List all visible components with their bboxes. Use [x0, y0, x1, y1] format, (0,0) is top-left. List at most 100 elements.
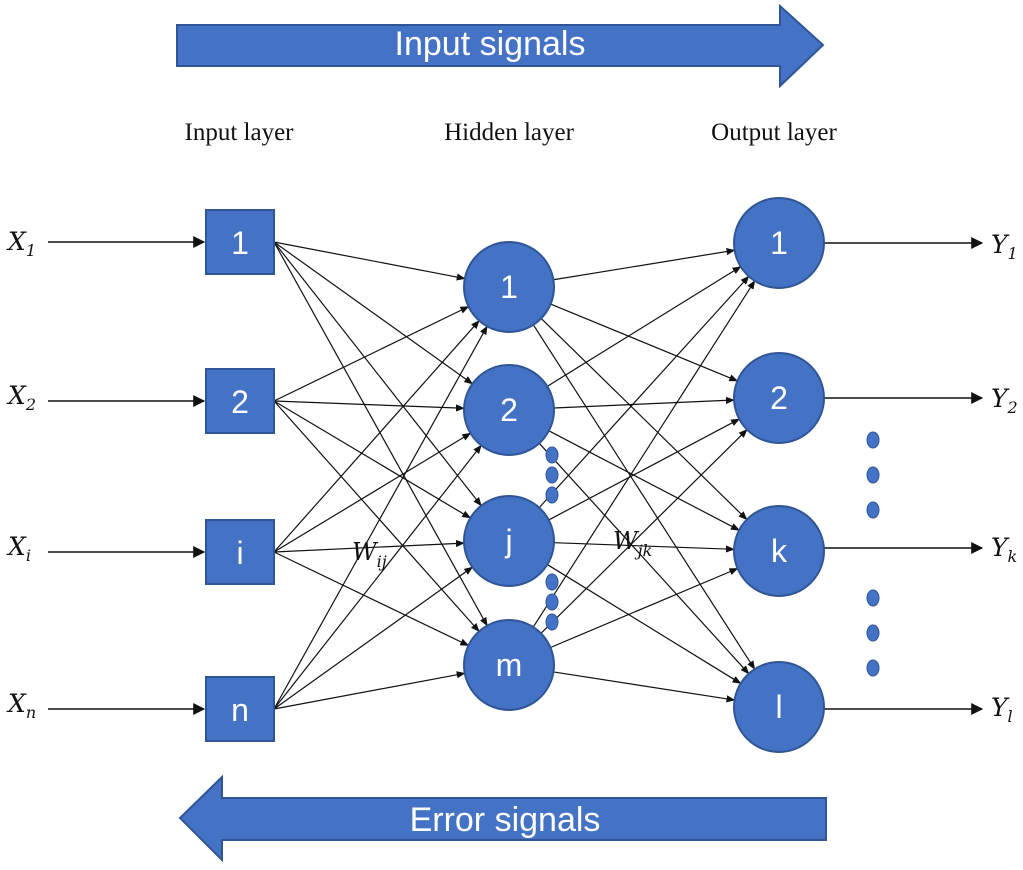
ellipsis-dot	[545, 573, 559, 591]
output-node-label: 1	[770, 225, 788, 261]
input-hidden-connection	[273, 400, 480, 633]
hidden-output-connection	[548, 430, 740, 531]
input-hidden-connection	[273, 319, 480, 553]
input-signals-banner: Input signals	[176, 3, 825, 89]
output-variable-label: Yk	[991, 533, 1017, 566]
input-variable-label: Xi	[6, 532, 31, 565]
hidden-node: 1	[463, 241, 555, 333]
input-node-label: n	[231, 692, 249, 728]
input-node-label: 2	[231, 384, 249, 420]
ellipsis-dot	[545, 486, 559, 504]
output-layer-title: Output layer	[711, 119, 837, 146]
hidden-node: m	[463, 619, 555, 711]
input-hidden-connection	[273, 306, 470, 402]
input-hidden-connection	[273, 241, 474, 385]
input-variable-label: X1	[6, 227, 36, 260]
input-hidden-connection	[273, 241, 466, 281]
input-hidden-connection	[273, 241, 488, 627]
ellipsis-dot	[545, 613, 559, 631]
hidden-node-label: m	[496, 647, 523, 683]
output-node: k	[733, 505, 825, 597]
input-hidden-connection	[273, 539, 465, 553]
hidden-output-connection	[540, 318, 748, 521]
input-node: n	[205, 676, 275, 742]
hidden-node-label: j	[504, 523, 512, 559]
hidden-output-connection	[547, 564, 742, 684]
ellipsis-dot	[866, 431, 880, 449]
output-node-label: k	[771, 533, 788, 569]
hidden-output-connection	[553, 247, 736, 281]
hidden-output-connection	[538, 442, 750, 675]
input-signals-label: Input signals	[395, 25, 586, 63]
input-layer-title: Input layer	[185, 119, 295, 146]
hidden-output-connections	[532, 247, 756, 703]
input-node-label: i	[236, 535, 243, 571]
output-ellipsis-lower	[866, 589, 880, 677]
output-layer: 1 2 k l	[733, 197, 825, 753]
hidden-ellipsis-lower	[545, 573, 559, 631]
output-variable-label: Y1	[991, 230, 1018, 263]
output-node-label: 2	[770, 380, 788, 416]
ellipsis-dot	[866, 589, 880, 607]
error-signals-arrow	[178, 774, 827, 863]
hidden-output-connection	[532, 280, 756, 628]
ellipsis-dot	[545, 593, 559, 611]
ellipsis-dot	[866, 624, 880, 642]
output-node: l	[733, 661, 825, 753]
hidden-output-connection	[546, 266, 742, 387]
output-node: 1	[733, 197, 825, 289]
output-ellipsis-upper	[866, 431, 880, 519]
output-variables: Y1 Y2 Yk Yl	[991, 230, 1018, 726]
hidden-node: j	[463, 495, 555, 587]
hidden-node-label: 1	[500, 269, 518, 305]
weight-jk-label: Wjk	[613, 527, 652, 560]
input-hidden-connection	[273, 400, 472, 519]
ellipsis-dot	[866, 466, 880, 484]
input-variable-label: X2	[6, 381, 36, 414]
error-signals-banner: Error signals	[178, 774, 827, 863]
input-hidden-connections	[273, 241, 488, 710]
ellipsis-dot	[545, 446, 559, 464]
hidden-output-connection	[540, 429, 748, 634]
hidden-output-connection	[550, 303, 739, 382]
input-signals-arrow	[176, 3, 825, 89]
error-signals-label: Error signals	[410, 801, 601, 839]
hidden-output-connection	[532, 324, 756, 670]
hidden-layer-title: Hidden layer	[444, 119, 574, 146]
input-variables: X1 X2 Xi Xn	[6, 227, 36, 722]
input-hidden-connection	[273, 671, 466, 710]
output-variable-label: Yl	[991, 693, 1013, 726]
input-hidden-connection	[273, 325, 488, 710]
input-hidden-connection	[273, 444, 482, 710]
input-hidden-connection	[273, 566, 474, 710]
hidden-ellipsis-upper	[545, 446, 559, 504]
ellipsis-dot	[545, 466, 559, 484]
io-arrows	[48, 236, 984, 715]
hidden-node: 2	[463, 364, 555, 456]
input-hidden-connection	[273, 432, 472, 553]
input-hidden-connection	[273, 241, 482, 507]
ellipsis-dot	[866, 501, 880, 519]
input-node-label: 1	[231, 225, 249, 261]
input-variable-label: Xn	[6, 689, 36, 722]
hidden-output-connection	[538, 275, 750, 509]
hidden-output-connection	[550, 567, 739, 649]
input-hidden-connection	[273, 551, 470, 647]
hidden-output-connection	[553, 671, 736, 703]
hidden-output-connection	[548, 418, 741, 521]
output-node-label: l	[775, 689, 782, 725]
input-layer: 1 2 i n	[205, 209, 275, 742]
hidden-output-connection	[553, 542, 735, 553]
input-node: 2	[205, 368, 275, 434]
input-node: 1	[205, 209, 275, 275]
hidden-node-label: 2	[500, 392, 518, 428]
weight-ij-label: Wij	[352, 538, 387, 571]
hidden-layer: 1 2 j m	[463, 241, 555, 711]
hidden-output-connection	[553, 396, 735, 409]
output-variable-label: Y2	[991, 384, 1018, 417]
ellipsis-dot	[866, 659, 880, 677]
input-node: i	[205, 519, 275, 585]
output-node: 2	[733, 352, 825, 444]
